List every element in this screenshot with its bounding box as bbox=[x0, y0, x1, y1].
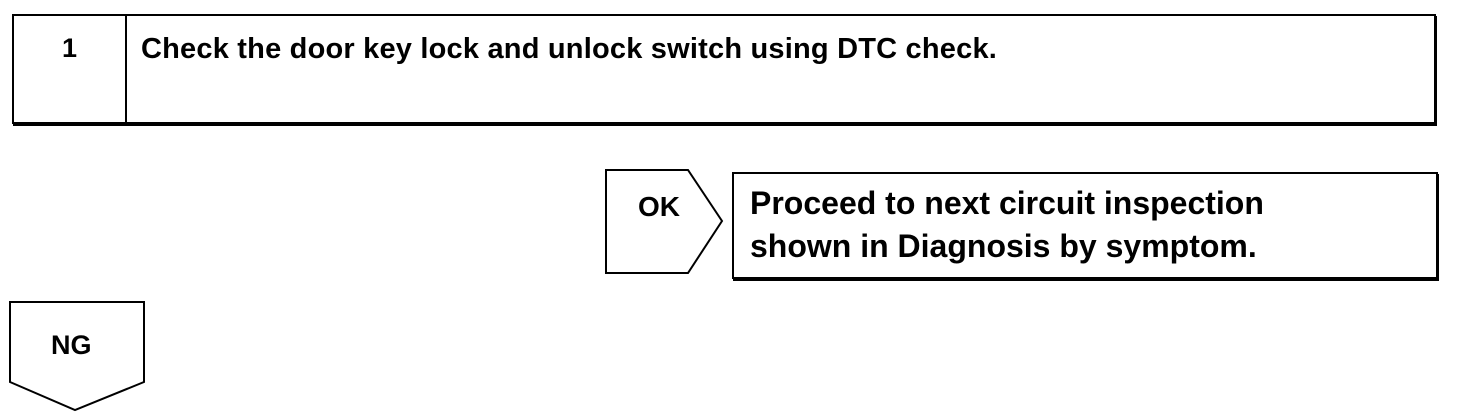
ng-label: NG bbox=[51, 330, 92, 360]
step-instruction: Check the door key lock and unlock switc… bbox=[141, 33, 998, 65]
ok-result-line-1: Proceed to next circuit inspection bbox=[750, 185, 1264, 221]
ok-arrow-shape bbox=[605, 169, 724, 274]
step-number: 1 bbox=[14, 16, 127, 122]
ok-label: OK bbox=[638, 191, 680, 222]
ok-result-line-2: shown in Diagnosis by symptom. bbox=[750, 228, 1257, 264]
ng-arrow-shape bbox=[9, 301, 145, 412]
ok-result-box: Proceed to next circuit inspection shown… bbox=[732, 172, 1438, 279]
step-box: 1 Check the door key lock and unlock swi… bbox=[12, 14, 1436, 124]
